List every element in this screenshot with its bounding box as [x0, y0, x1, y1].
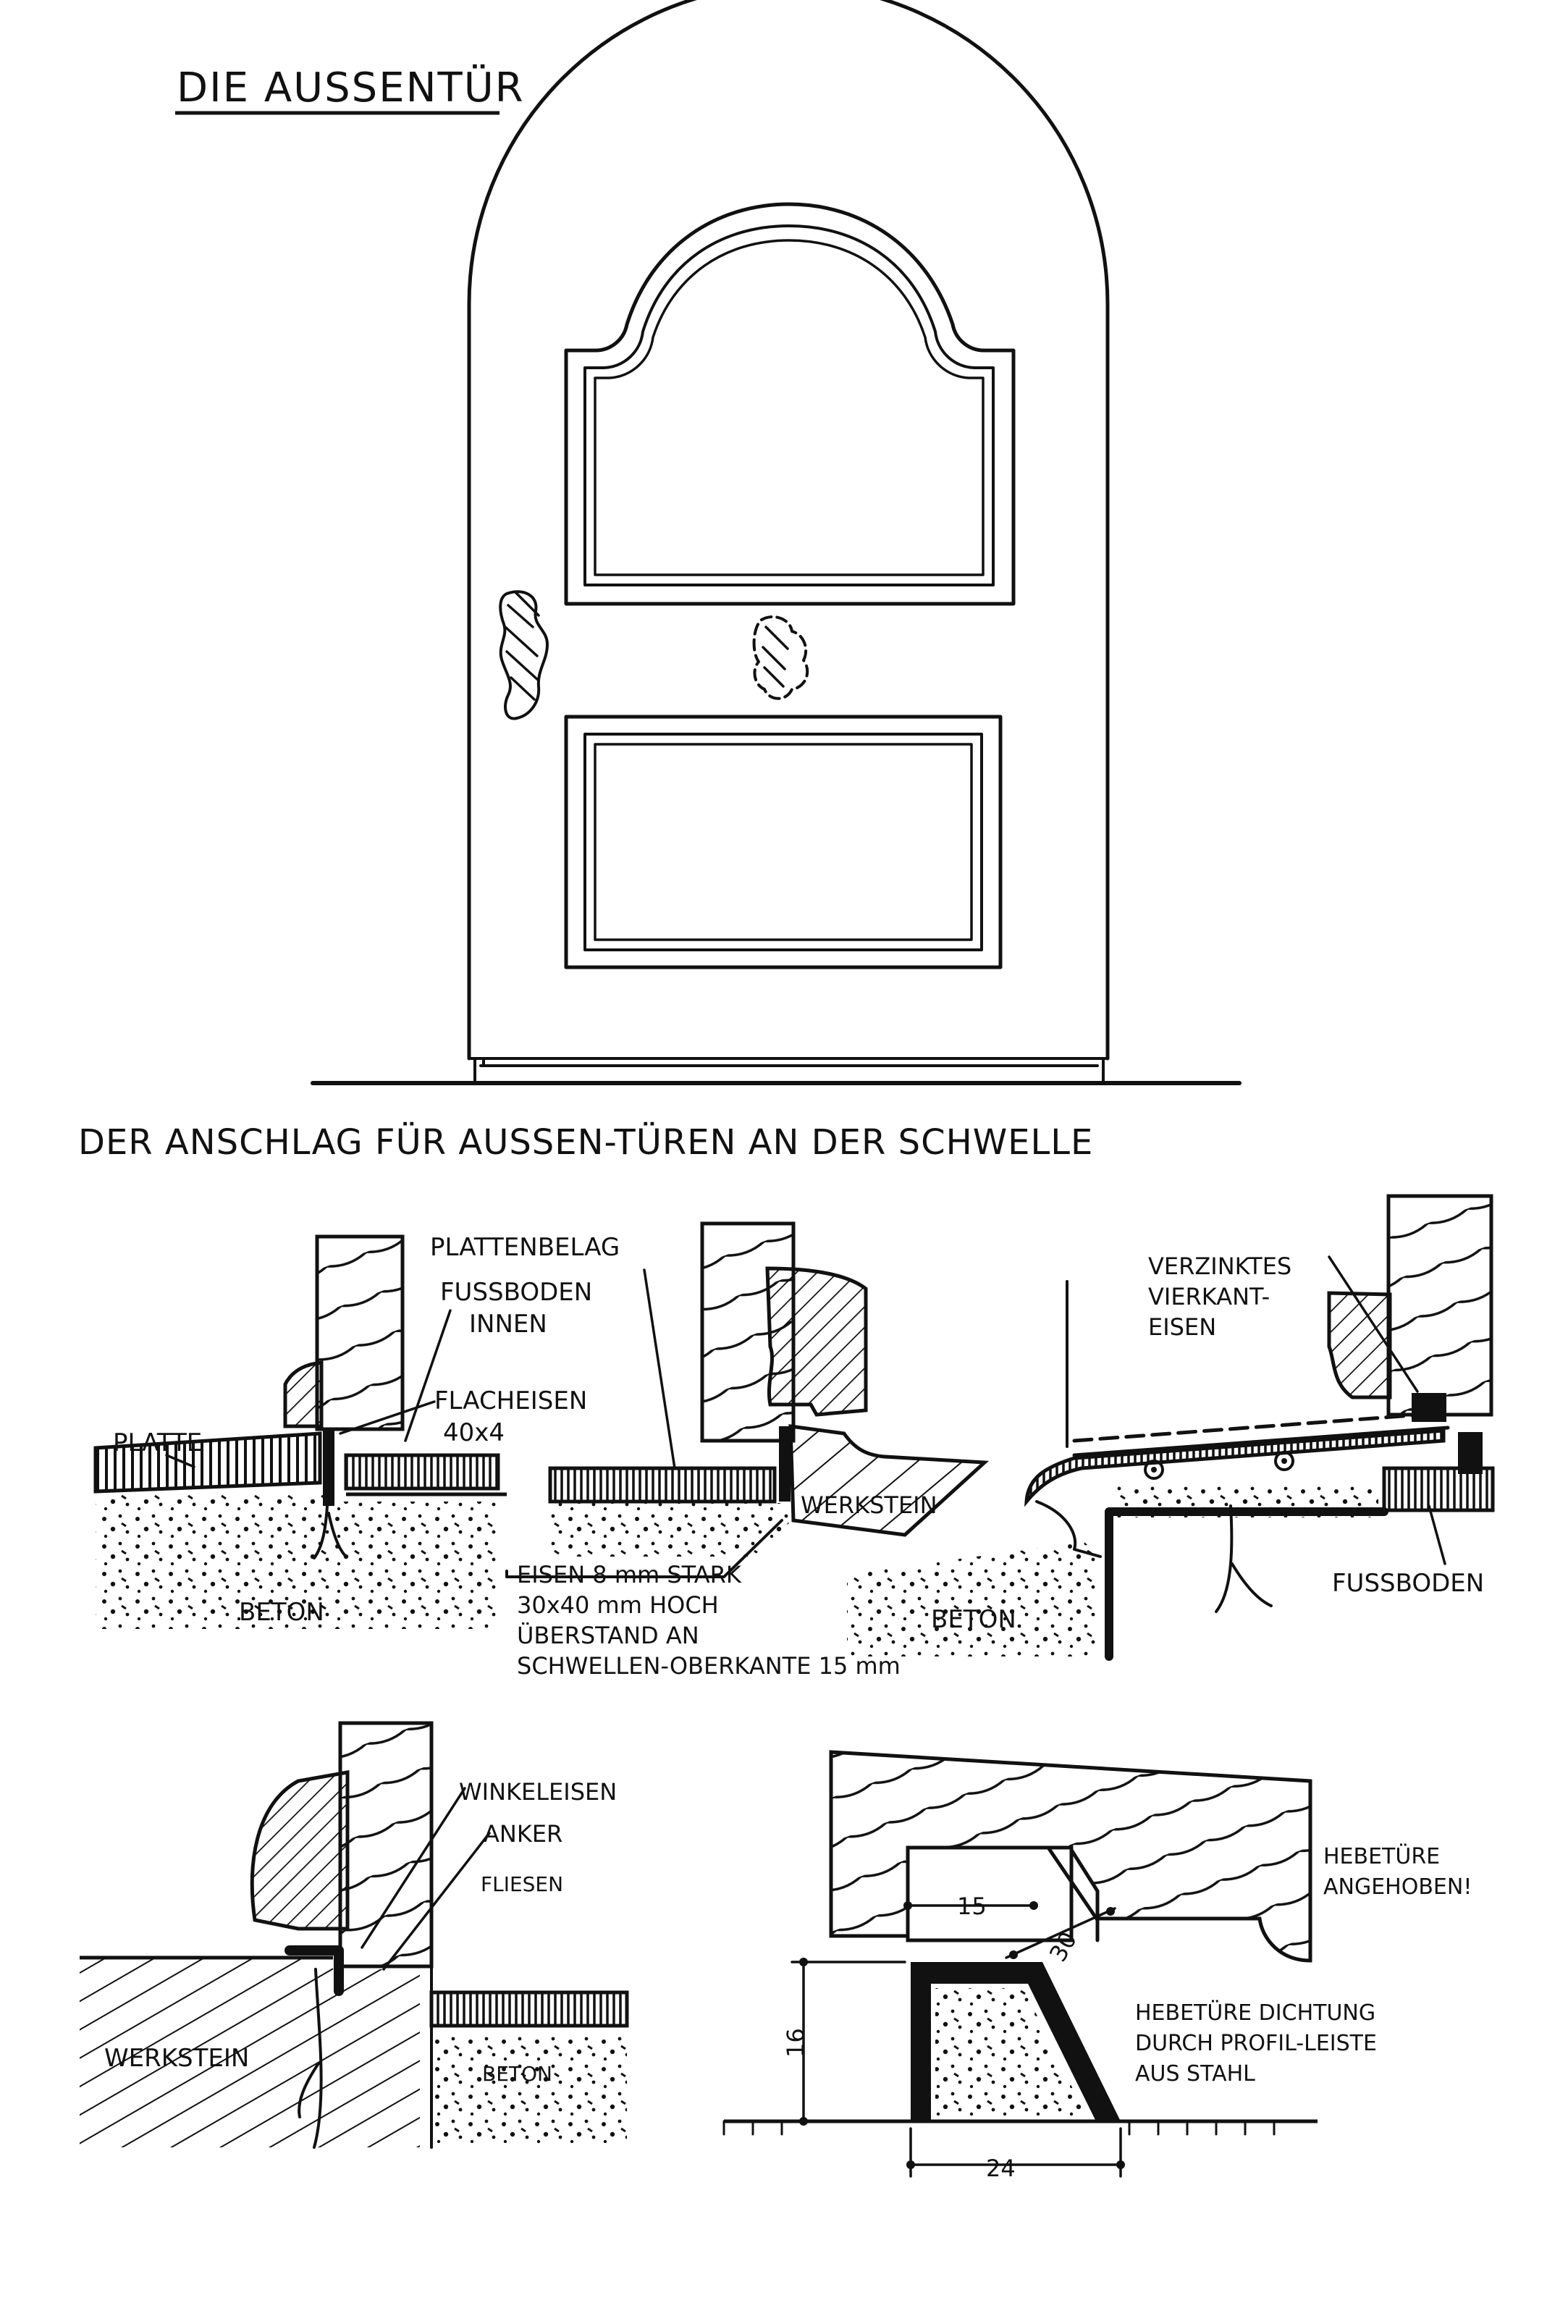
- s1-label-flacheisen-1: FLACHEISEN: [434, 1386, 587, 1415]
- door-elevation: [311, 0, 1242, 1085]
- section-4: 15 30 16 24 HEBETÜRE ANGEHOBEN! HEBETÜRE…: [722, 1750, 1472, 2182]
- s1b-weather-bar: [765, 1266, 868, 1417]
- s3-tiles: [429, 1990, 629, 2028]
- upper-panel-inner: [583, 224, 995, 586]
- s4-concrete: [935, 1988, 1089, 2121]
- upper-panel-outer: [564, 202, 1016, 606]
- s2-weather-bar: [1327, 1291, 1392, 1399]
- s4-label-hebetuere-2: ANGEHOBEN!: [1323, 1874, 1472, 1900]
- door-title: DIE AUSSENTÜR: [177, 64, 525, 111]
- threshold-title: DER ANSCHLAG FÜR AUSSEN-TÜREN AN DER SCH…: [78, 1122, 1093, 1163]
- s1-label-fussboden-1: FUSSBODEN: [440, 1278, 592, 1307]
- s3-anchor: [298, 1968, 323, 2149]
- s4-label-dichtung-2: DURCH PROFIL-LEISTE: [1135, 2031, 1377, 2056]
- s3-weather-bar: [250, 1770, 350, 1931]
- section-3: WINKELEISEN ANKER FLIESEN WERKSTEIN BETO…: [80, 1721, 629, 2149]
- lower-panel-outer: [564, 715, 1003, 969]
- s2-sloped-sill: [1072, 1412, 1424, 1443]
- s4-label-dichtung-1: HEBETÜRE DICHTUNG: [1135, 2000, 1375, 2026]
- s1-weather-bar: [283, 1360, 324, 1428]
- s2-label-fussboden: FUSSBODEN: [1332, 1569, 1484, 1598]
- s2-label-verzinktes-2: VIERKANT-: [1148, 1283, 1270, 1310]
- s3-concrete: [431, 2034, 627, 2143]
- s1-inner-floor: [344, 1453, 500, 1491]
- s1b-tile-covering: [548, 1466, 777, 1504]
- s4-dim-15: 15: [957, 1893, 987, 1920]
- lower-panel-inner: [583, 733, 983, 951]
- door-handle-ornament: [499, 590, 549, 720]
- s1-label-fussboden-2: INNEN: [469, 1310, 547, 1339]
- s3-label-beton: BETON: [482, 2062, 552, 2086]
- door-title-group: DIE AUSSENTÜR: [175, 64, 525, 115]
- s4-dim-24: 24: [986, 2155, 1016, 2182]
- s3-label-fliesen: FLIESEN: [481, 1872, 563, 1896]
- s1-label-platte: PLATTE: [113, 1428, 202, 1457]
- upper-panel-innermost: [594, 239, 985, 576]
- s1-label-flacheisen-2: 40x4: [443, 1418, 505, 1447]
- s2-concrete: [847, 1542, 1100, 1656]
- lower-panel-innermost: [594, 743, 973, 941]
- s3-door-leaf: [338, 1721, 434, 1969]
- s1-label-plattenbelag: PLATTENBELAG: [430, 1233, 620, 1262]
- s3-label-werkstein: WERKSTEIN: [104, 2044, 249, 2073]
- door-threshold: [468, 1057, 1109, 1085]
- s1b-iron-bar: [779, 1426, 791, 1502]
- s1-concrete: [96, 1494, 500, 1629]
- s1-door-leaf: [315, 1234, 405, 1431]
- s3-werkstein: [80, 1958, 420, 2147]
- s1b-label-eisen-2: 30x40 mm HOCH: [517, 1591, 719, 1619]
- door-arch-frame: [467, 0, 1110, 1061]
- s2-door-leaf: [1386, 1194, 1493, 1417]
- s2-square-iron: [1412, 1393, 1446, 1422]
- s4-label-hebetuere-1: HEBETÜRE: [1323, 1843, 1440, 1869]
- s1b-label-werkstein: WERKSTEIN: [801, 1491, 937, 1519]
- s3-label-winkeleisen: WINKELEISEN: [459, 1778, 617, 1806]
- section-1: PLATTENBELAG FUSSBODEN INNEN FLACHEISEN …: [93, 1233, 620, 1629]
- door-keyhole-ornament: [752, 615, 809, 700]
- s1b-label-eisen-1: EISEN 8 mm STARK: [517, 1561, 742, 1588]
- s1-platte: [93, 1431, 322, 1494]
- section-2: VERZINKTES VIERKANT- EISEN FUSSBODEN BET…: [847, 1194, 1495, 1661]
- s4-dim-16: 16: [782, 2028, 809, 2058]
- s2-drip-profile: [1024, 1428, 1446, 1507]
- s4-steel-profile: [911, 1962, 1121, 2121]
- s2-label-beton: BETON: [931, 1605, 1016, 1634]
- s1b-concrete: [550, 1503, 791, 1557]
- s1b-label-eisen-3: ÜBERSTAND AN: [517, 1622, 699, 1649]
- s1-label-beton: BETON: [239, 1598, 324, 1627]
- s4-label-dichtung-3: AUS STAHL: [1135, 2061, 1255, 2087]
- s2-label-verzinktes-1: VERZINKTES: [1148, 1252, 1291, 1280]
- s1b-label-eisen-4: SCHWELLEN-OBERKANTE 15 mm: [517, 1652, 901, 1680]
- s2-label-verzinktes-3: EISEN: [1148, 1313, 1216, 1341]
- section-1b: WERKSTEIN EISEN 8 mm STARK 30x40 mm HOCH…: [505, 1221, 990, 1680]
- s2-floor: [1382, 1466, 1495, 1512]
- s3-label-anker: ANKER: [484, 1820, 562, 1848]
- s1b-werkstein: [788, 1424, 990, 1537]
- s1-flat-iron: [323, 1428, 334, 1506]
